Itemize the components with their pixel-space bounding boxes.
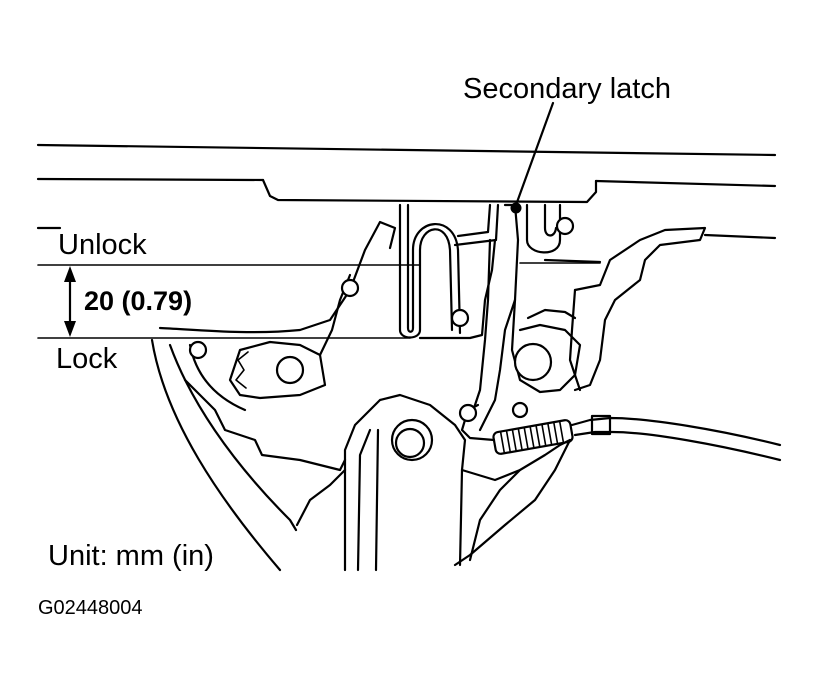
release-lever [526,226,707,392]
dimension-label: 20 (0.79) [84,286,192,316]
latch-body [295,238,572,572]
rivet-holes [188,216,575,462]
latch-base-plate [150,220,397,572]
secondary-latch-leader [510,101,555,214]
unit-label: Unit: mm (in) [48,540,214,572]
figure-code: G02448004 [38,597,143,619]
striker-bracket [261,178,598,204]
lock-label: Lock [56,343,118,375]
secondary-latch-label: Secondary latch [463,73,671,105]
unlock-label: Unlock [58,229,147,261]
release-cable [570,414,782,462]
body-panel-lines [36,143,777,240]
secondary-latch-plate [468,203,582,432]
dimension-arrow [64,266,76,337]
